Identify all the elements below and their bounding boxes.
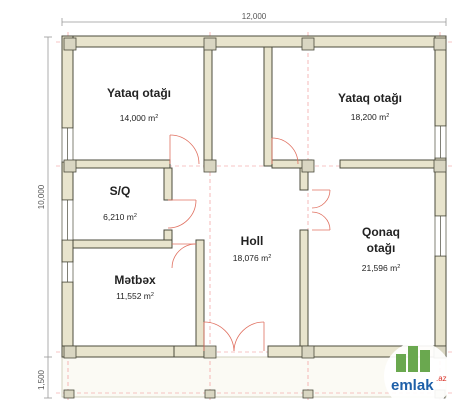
dimension-terrace: 1,500 (37, 369, 46, 390)
room-holl: Holl 18,076 m2 (233, 234, 272, 263)
terrace (61, 356, 447, 398)
emlak-watermark: emlak .az (384, 342, 452, 410)
room-area-sq: 6,210 m2 (103, 212, 137, 222)
room-area-sup: 2 (134, 213, 137, 219)
dimension-width: 12,000 (242, 12, 267, 21)
room-area-value: 11,552 m (116, 291, 151, 301)
columns (63, 37, 447, 399)
room-name-qonaq-line-1: Qonaq (362, 225, 400, 239)
room-area-sup: 2 (397, 264, 400, 270)
windows (61, 125, 447, 283)
dimension-depth: 10,000 (37, 184, 46, 209)
room-area-sup: 2 (155, 114, 158, 120)
room-area-value: 14,000 m (120, 113, 155, 123)
doors (167, 134, 331, 352)
room-name-metbex: Mətbəx (114, 273, 156, 287)
room-name-sq: S/Q (110, 184, 131, 198)
room-yataq-1: Yataq otağı 14,000 m2 (107, 86, 171, 123)
room-area-sup: 2 (386, 113, 389, 119)
room-area-yataq-2: 18,200 m2 (351, 112, 390, 122)
room-area-sup: 2 (268, 254, 271, 260)
room-sq: S/Q 6,210 m2 (103, 184, 137, 222)
room-area-value: 21,596 m (362, 263, 397, 273)
room-qonaq: Qonaq otağı 21,596 m2 (362, 225, 401, 273)
room-area-sup: 2 (151, 292, 154, 298)
room-name-holl: Holl (241, 234, 264, 248)
room-area-value: 18,076 m (233, 253, 268, 263)
room-name-qonaq-line-2: otağı (367, 241, 396, 255)
logo-brand: emlak (391, 377, 434, 394)
room-area-value: 6,210 m (103, 212, 134, 222)
room-name-yataq-1: Yataq otağı (107, 86, 171, 100)
logo-suffix: .az (436, 374, 447, 383)
room-area-qonaq: 21,596 m2 (362, 263, 401, 273)
room-metbex: Mətbəx 11,552 m2 (114, 273, 156, 301)
room-area-metbex: 11,552 m2 (116, 291, 154, 301)
dimension-lines: 12,000 10,000 1,500 (37, 12, 447, 399)
room-area-yataq-1: 14,000 m2 (120, 113, 159, 123)
room-area-value: 18,200 m (351, 112, 386, 122)
room-name-yataq-2: Yataq otağı (338, 91, 402, 105)
room-area-holl: 18,076 m2 (233, 253, 272, 263)
room-yataq-2: Yataq otağı 18,200 m2 (338, 91, 402, 122)
